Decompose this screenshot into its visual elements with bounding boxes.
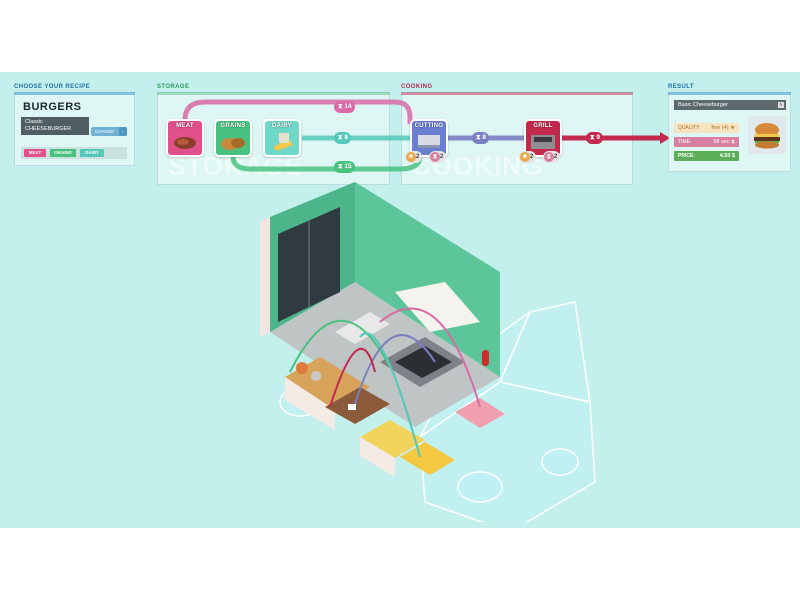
quality-stat: QUALITY: fine (4) ★ — [674, 123, 739, 133]
station-grill[interactable]: GRILL — [524, 119, 562, 157]
recipe-variant-line2: CHEESEBURGER — [25, 126, 72, 132]
chevron-right-icon: › — [119, 127, 127, 136]
path-meat — [379, 307, 481, 408]
grill-time: ⧗2 — [543, 151, 561, 163]
hourglass-icon: ⧗ — [476, 134, 481, 141]
storage-section-title: Storage — [157, 84, 190, 90]
station-grains-label: GRAINS — [220, 123, 246, 129]
station-cutting-label: CUTTING — [414, 123, 444, 129]
recipe-variant-line1: Classic — [25, 119, 43, 125]
quality-value: fine (4) — [711, 125, 729, 131]
result-section-title: Result — [668, 84, 694, 90]
cutting-time: ⧗2 — [429, 151, 447, 163]
station-grill-label: GRILL — [533, 123, 553, 129]
grill-icon — [531, 135, 555, 149]
arrow-right-icon — [660, 132, 670, 144]
cutting-board-icon — [418, 135, 440, 148]
star-icon: ★ — [520, 152, 530, 162]
steak-icon — [174, 137, 196, 149]
cooking-accent-bar — [401, 92, 633, 95]
route-grains-time: ⧗ 15 — [334, 161, 355, 173]
result-accent-bar — [668, 92, 791, 95]
food-truck-kitchen — [260, 182, 596, 522]
crate-grains[interactable] — [360, 420, 425, 458]
star-icon: ★ — [730, 125, 735, 131]
range-hood — [395, 282, 480, 332]
cooking-section-title: Cooking — [401, 84, 433, 90]
kitchen-side-wall — [355, 182, 500, 377]
recipe-accent-bar — [14, 92, 135, 95]
crate-meat[interactable] — [455, 398, 505, 428]
route-meat — [182, 99, 413, 124]
station-meat-label: MEAT — [176, 123, 194, 129]
cutting-quality: ★2 — [405, 151, 423, 163]
hourglass-icon: ⧗ — [338, 134, 343, 141]
price-stat: PRICE: 4.50 $ — [674, 151, 739, 161]
station-meat[interactable]: MEAT — [166, 119, 204, 157]
recipe-panel: BURGERS Classic CHEESEBURGER CHANGE › ME… — [14, 92, 135, 166]
tag-grains: GRAINS — [50, 149, 76, 157]
recipe-tags: MEAT GRAINS DAIRY — [21, 147, 127, 159]
result-dish-image — [748, 116, 786, 154]
path-cutting — [354, 334, 436, 405]
route-dairy-time: ⧗ 8 — [334, 132, 352, 144]
result-panel: Basic Cheeseburger ✎ QUALITY: fine (4) ★… — [668, 92, 791, 172]
star-icon: ★ — [406, 152, 416, 162]
station-dairy[interactable]: DAIRY — [263, 119, 301, 157]
storage-accent-bar — [157, 92, 390, 95]
path-grill — [329, 347, 376, 408]
path-dairy — [359, 332, 421, 458]
price-value: 4.50 — [719, 153, 731, 159]
result-dish-name: Basic Cheeseburger ✎ — [674, 100, 786, 110]
hourglass-icon: ⧗ — [338, 103, 343, 110]
fire-extinguisher — [482, 350, 489, 366]
route-grains — [230, 155, 423, 172]
crate-cheese[interactable] — [400, 442, 455, 475]
time-value: 58 sec — [713, 139, 730, 145]
tag-dairy: DAIRY — [80, 149, 104, 157]
price-currency: $ — [731, 153, 735, 159]
route-cutting-time: ⧗ 8 — [472, 132, 490, 144]
bread-icon — [221, 138, 245, 150]
path-grains — [289, 319, 391, 373]
time-stat: TIME: 58 sec ⧗ — [674, 137, 739, 147]
tag-meat: MEAT — [24, 149, 46, 157]
hourglass-icon: ⧗ — [731, 139, 735, 145]
recipe-section-title: Choose your recipe — [14, 84, 91, 90]
game-stage: Choose your recipe BURGERS Classic CHEES… — [0, 72, 800, 528]
cheese-icon — [273, 133, 293, 151]
hourglass-icon: ⧗ — [430, 152, 440, 162]
recipe-variant: Classic CHEESEBURGER — [21, 117, 89, 135]
change-label: CHANGE — [95, 129, 115, 134]
hourglass-icon: ⧗ — [544, 152, 554, 162]
station-dairy-label: DAIRY — [272, 123, 292, 129]
cutting-board[interactable] — [325, 387, 390, 424]
route-grill-time: ⧗ 9 — [586, 132, 604, 144]
station-grains[interactable]: GRAINS — [214, 119, 252, 157]
grill-quality: ★2 — [519, 151, 537, 163]
route-meat-time: ⧗ 14 — [334, 101, 355, 113]
hourglass-icon: ⧗ — [590, 134, 595, 141]
burger-icon — [754, 123, 780, 149]
recipe-name: BURGERS — [23, 101, 82, 113]
wall-edge — [260, 217, 270, 337]
hourglass-icon: ⧗ — [338, 163, 343, 170]
pencil-icon[interactable]: ✎ — [778, 102, 784, 108]
sink[interactable] — [335, 312, 390, 344]
change-recipe-button[interactable]: CHANGE › — [91, 127, 127, 136]
